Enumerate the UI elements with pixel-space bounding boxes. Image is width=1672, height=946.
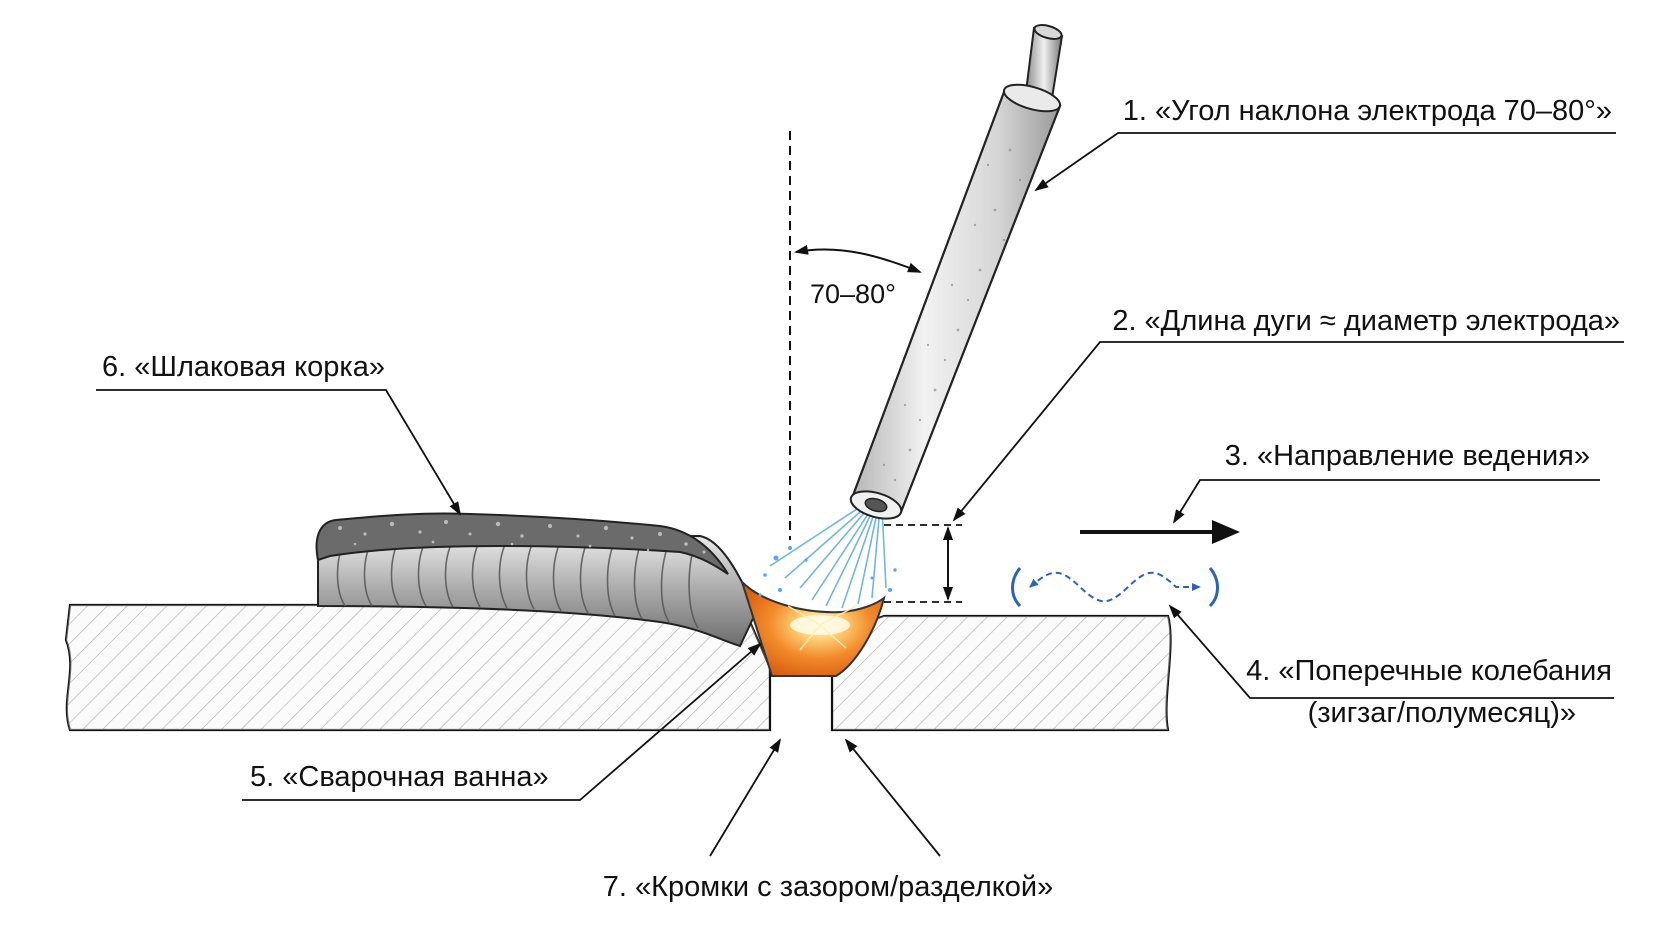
callout-2-text: 2. «Длина дуги ≈ диаметр электрода»: [1112, 305, 1620, 337]
oscillation-symbol: [1011, 567, 1219, 608]
root-gap: [770, 668, 832, 730]
callout-3-text: 3. «Направление ведения»: [1225, 440, 1590, 472]
callout-7-text: 7. «Кромки с зазором/разделкой»: [603, 871, 1053, 903]
right-plate: [830, 614, 1172, 732]
callout-4-text-line2: (зигзаг/полумесяц)»: [1308, 697, 1576, 729]
electrode: [849, 24, 1064, 520]
callout-6-text: 6. «Шлаковая корка»: [102, 351, 385, 383]
callout-1-text: 1. «Угол наклона электрода 70–80°»: [1123, 95, 1612, 127]
callout-4-text-line1: 4. «Поперечные колебания: [1246, 655, 1612, 687]
arc-length-dimension: [884, 524, 962, 603]
angle-arc: [794, 244, 922, 273]
arc-spray: [769, 502, 887, 609]
travel-direction-arrow: [1080, 520, 1240, 544]
callout-5-text: 5. «Сварочная ванна»: [250, 761, 549, 793]
left-plate: [64, 603, 772, 732]
weld-pool: [741, 581, 886, 677]
angle-label: 70–80°: [810, 279, 896, 309]
leader-lines: [96, 132, 1624, 857]
slag-crust: [315, 512, 729, 575]
spatter-dots: [758, 546, 897, 597]
